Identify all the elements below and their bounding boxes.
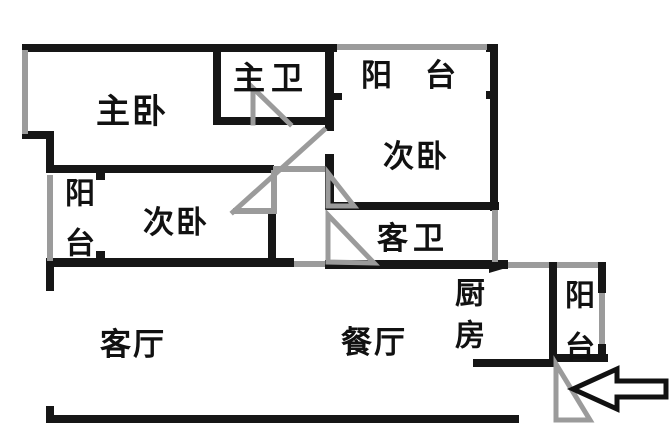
room-label-kitchen: 厨房 xyxy=(450,277,483,361)
wall xyxy=(46,258,294,267)
room-label-dining-room: 餐厅 xyxy=(341,325,407,360)
room-label-master-bath: 主卫 xyxy=(233,60,310,96)
room-label-guest-bath: 客卫 xyxy=(377,221,449,256)
window xyxy=(599,293,605,344)
wall-tick xyxy=(96,173,105,180)
room-label-balcony-west: 阳台 xyxy=(60,177,93,277)
opening xyxy=(273,166,325,172)
wall xyxy=(325,260,508,269)
room-label-bedroom-north: 次卧 xyxy=(383,139,449,174)
room-label-balcony-north: 阳台 xyxy=(361,58,489,93)
room-label-master-bedroom: 主卧 xyxy=(96,93,168,131)
window xyxy=(22,50,28,134)
wall-tick xyxy=(486,91,493,99)
opening xyxy=(233,208,273,214)
wall xyxy=(549,354,608,362)
wall xyxy=(213,45,221,125)
wall xyxy=(46,263,54,291)
window xyxy=(557,262,598,268)
door-swing xyxy=(229,126,328,216)
door-swing xyxy=(325,208,380,266)
opening xyxy=(271,170,277,214)
wall xyxy=(22,44,337,52)
entrance-arrow-icon xyxy=(566,365,669,413)
window xyxy=(47,175,53,261)
wall xyxy=(213,117,334,125)
wall xyxy=(46,406,54,420)
window xyxy=(337,44,487,50)
room-label-balcony-east: 阳台 xyxy=(560,279,593,383)
room-label-living-room: 客厅 xyxy=(100,327,166,362)
door-swing xyxy=(250,82,294,128)
wall xyxy=(46,131,54,173)
wall-tick xyxy=(96,251,105,258)
wall-junction-mark xyxy=(489,261,513,273)
wall xyxy=(490,44,498,211)
door-swings-group xyxy=(229,82,595,423)
wall-tick xyxy=(333,93,342,100)
wall xyxy=(598,262,606,293)
window xyxy=(508,262,549,268)
wall xyxy=(22,131,54,139)
room-label-bedroom-west: 次卧 xyxy=(143,205,209,240)
wall xyxy=(46,415,519,423)
wall xyxy=(549,262,557,362)
door-swing xyxy=(553,355,595,423)
wall xyxy=(46,165,274,173)
opening xyxy=(294,261,325,267)
door-swing xyxy=(325,165,360,209)
wall xyxy=(325,45,334,131)
wall xyxy=(268,210,276,267)
window xyxy=(492,210,498,262)
wall xyxy=(473,359,555,367)
wall xyxy=(598,344,606,362)
wall xyxy=(325,202,499,210)
windows-group xyxy=(22,44,605,344)
